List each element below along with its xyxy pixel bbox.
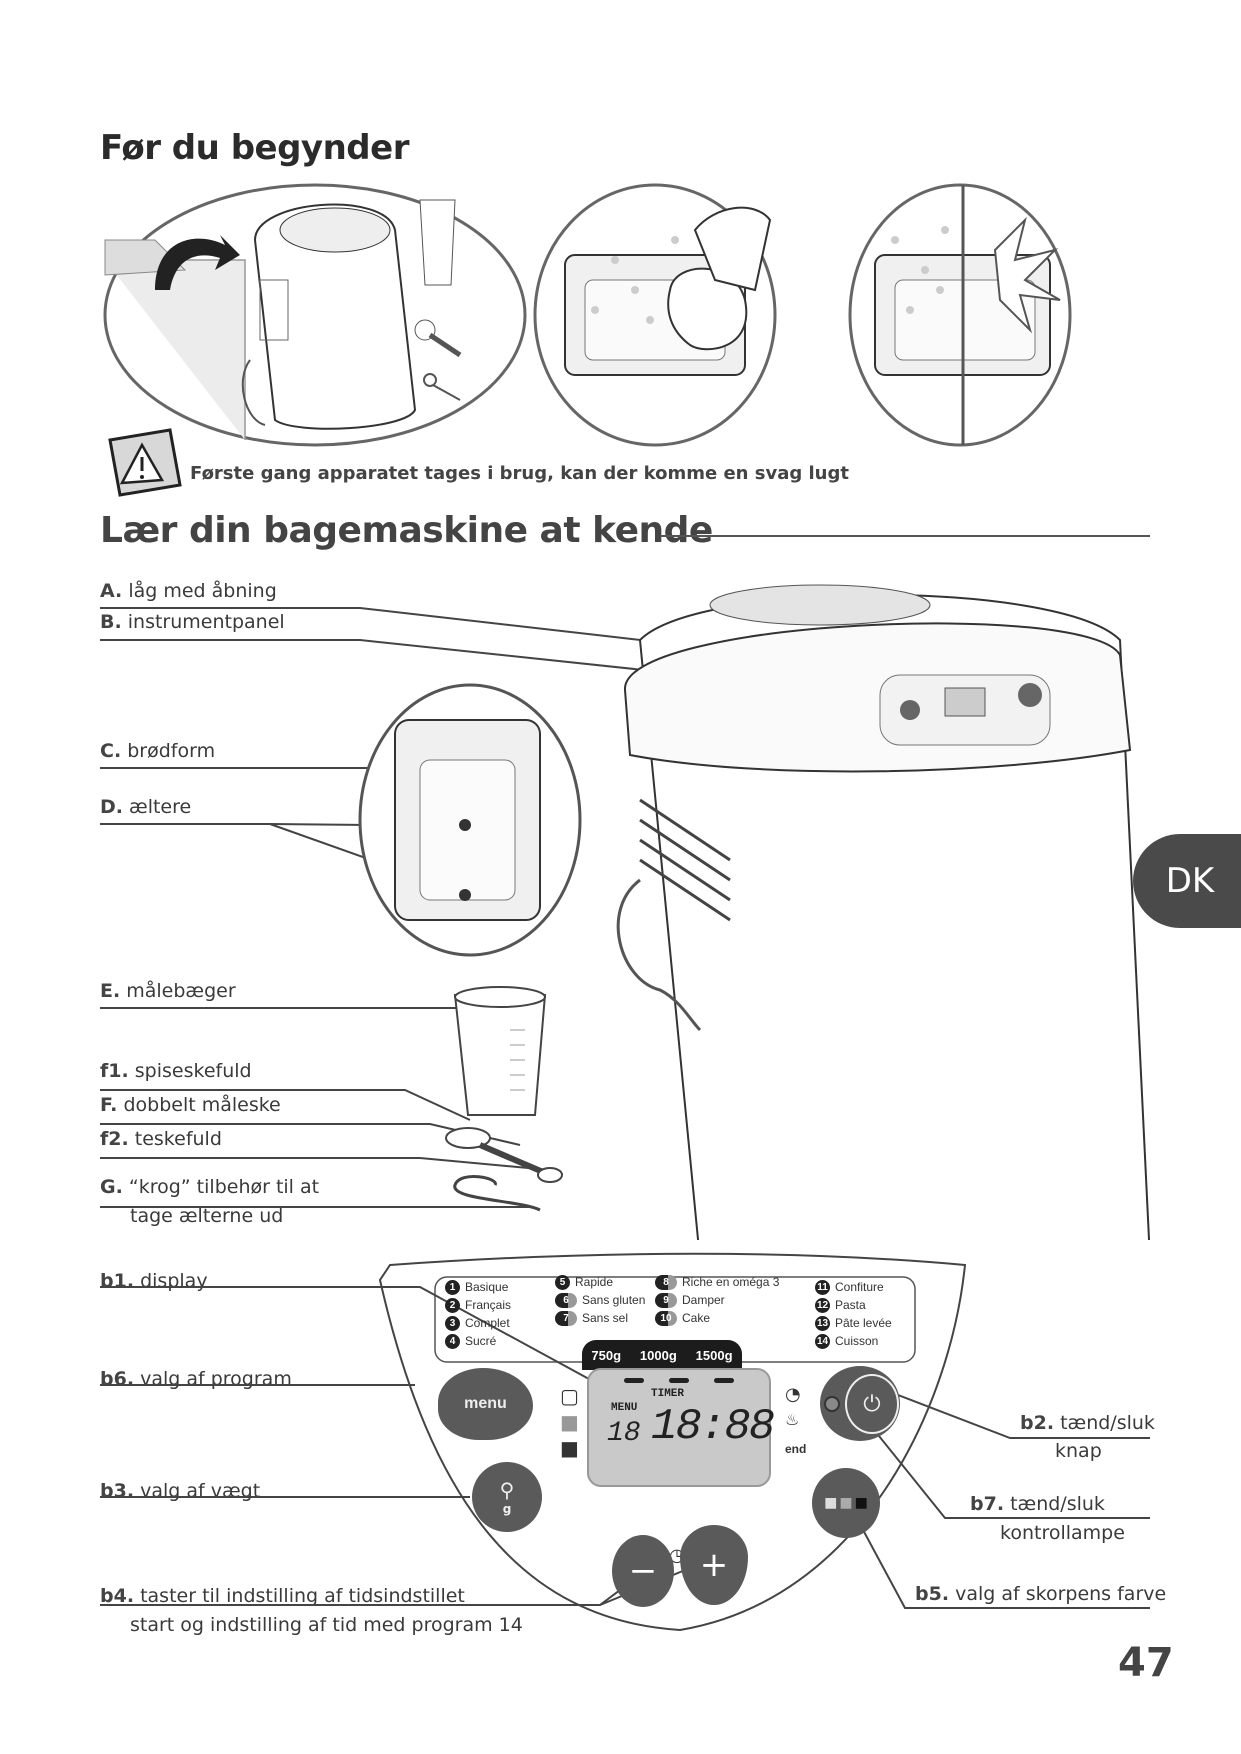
crust-medium-icon: ■ (839, 1495, 853, 1511)
bread-pan-inset (358, 683, 582, 957)
accessories (445, 986, 563, 1212)
keep-warm-icon: ♨ (785, 1410, 800, 1429)
part-label-f2: f2. teskefuld (100, 1128, 222, 1150)
control-label-b7-line2: kontrollampe (1000, 1522, 1125, 1544)
part-label-g: G. “krog” tilbehør til at (100, 1176, 320, 1198)
weight-indicator-bar: 750g 1000g 1500g (582, 1340, 742, 1370)
crust-light-icon: ■ (824, 1495, 838, 1511)
part-label-f1: f1. spiseskefuld (100, 1060, 252, 1082)
section-title-know-machine: Lær din bagemaskine at kende (100, 510, 713, 551)
weight-button-label: g (502, 1502, 512, 1516)
weight-750: 750g (591, 1347, 622, 1363)
part-label-d: D. æltere (100, 796, 192, 818)
timer-clock-icon: ◔ (785, 1384, 801, 1405)
minus-button[interactable]: − (612, 1535, 674, 1607)
control-leader-lines (100, 1286, 1150, 1609)
page-number: 47 (1118, 1640, 1174, 1686)
lcd-time-digits: 18:88 (651, 1402, 775, 1452)
machine-illustration (100, 584, 1151, 1240)
kneader-1 (459, 819, 471, 831)
part-label-c: C. brødform (100, 740, 216, 762)
menu-button[interactable]: menu (438, 1368, 533, 1440)
crust-medium-icon: ■ (560, 1410, 579, 1434)
power-button-housing: ⏻ (820, 1366, 900, 1441)
part-label-b: B. instrumentpanel (100, 611, 285, 633)
setup-illustrations (103, 183, 1072, 447)
weight-icon: ⚲ (499, 1478, 515, 1502)
lcd-display: MENU TIMER 18 18:88 (587, 1368, 775, 1487)
hand-icon (693, 206, 772, 292)
measuring-cup (453, 994, 547, 1116)
part-label-e: E. målebæger (100, 980, 236, 1002)
cleaning-illustration (533, 183, 777, 447)
kneader-2 (459, 889, 471, 901)
part-label-f: F. dobbelt måleske (100, 1094, 281, 1116)
control-label-b4: b4. taster til indstilling af tidsindsti… (100, 1585, 465, 1607)
title-rule (660, 535, 1150, 537)
sun-icon (993, 216, 1061, 334)
drying-illustration (848, 183, 1072, 447)
control-label-b7: b7. tænd/sluk (970, 1493, 1105, 1515)
control-label-b2: b2. tænd/sluk (1020, 1412, 1155, 1434)
control-label-b4-line2: start og indstilling af tid med program … (130, 1614, 523, 1636)
double-spoon (445, 1127, 491, 1149)
power-icon: ⏻ (863, 1391, 881, 1417)
unpacking-illustration (103, 183, 527, 447)
plus-button[interactable]: + (680, 1525, 748, 1605)
part-label-g-line2: tage ælterne ud (130, 1205, 284, 1227)
lcd-program-digits: 18 (607, 1418, 641, 1449)
bread-machine (616, 584, 1151, 1240)
crust-dark-icon: ■ (854, 1495, 868, 1511)
crust-color-button[interactable]: ■ ■ ■ (812, 1468, 880, 1538)
crust-light-icon: ▢ (560, 1384, 579, 1408)
hook-tool (453, 1175, 541, 1212)
control-label-b5: b5. valg af skorpens farve (915, 1583, 1167, 1605)
control-label-b2-line2: knap (1055, 1440, 1102, 1462)
weight-1000: 1000g (639, 1347, 677, 1363)
part-label-a: A. låg med åbning (100, 580, 277, 602)
lcd-menu-label: MENU (611, 1402, 638, 1414)
section-title-before-start: Før du begynder (100, 128, 409, 168)
weight-button[interactable]: ⚲ g (472, 1462, 542, 1532)
end-label: end (785, 1442, 807, 1456)
weight-1500: 1500g (695, 1347, 733, 1363)
crust-dark-icon: ■ (560, 1436, 579, 1460)
warning-icon (108, 428, 182, 497)
language-tab-dk: DK (1133, 834, 1241, 928)
lcd-timer-label: TIMER (651, 1388, 685, 1400)
measuring-cup-icon (419, 199, 456, 286)
power-indicator-lamp (824, 1396, 840, 1412)
sponge-icon (667, 267, 748, 351)
warning-text: Første gang apparatet tages i brug, kan … (190, 463, 849, 484)
power-cord (616, 878, 702, 1032)
arrow-icon (155, 235, 240, 290)
power-button[interactable]: ⏻ (845, 1374, 899, 1434)
